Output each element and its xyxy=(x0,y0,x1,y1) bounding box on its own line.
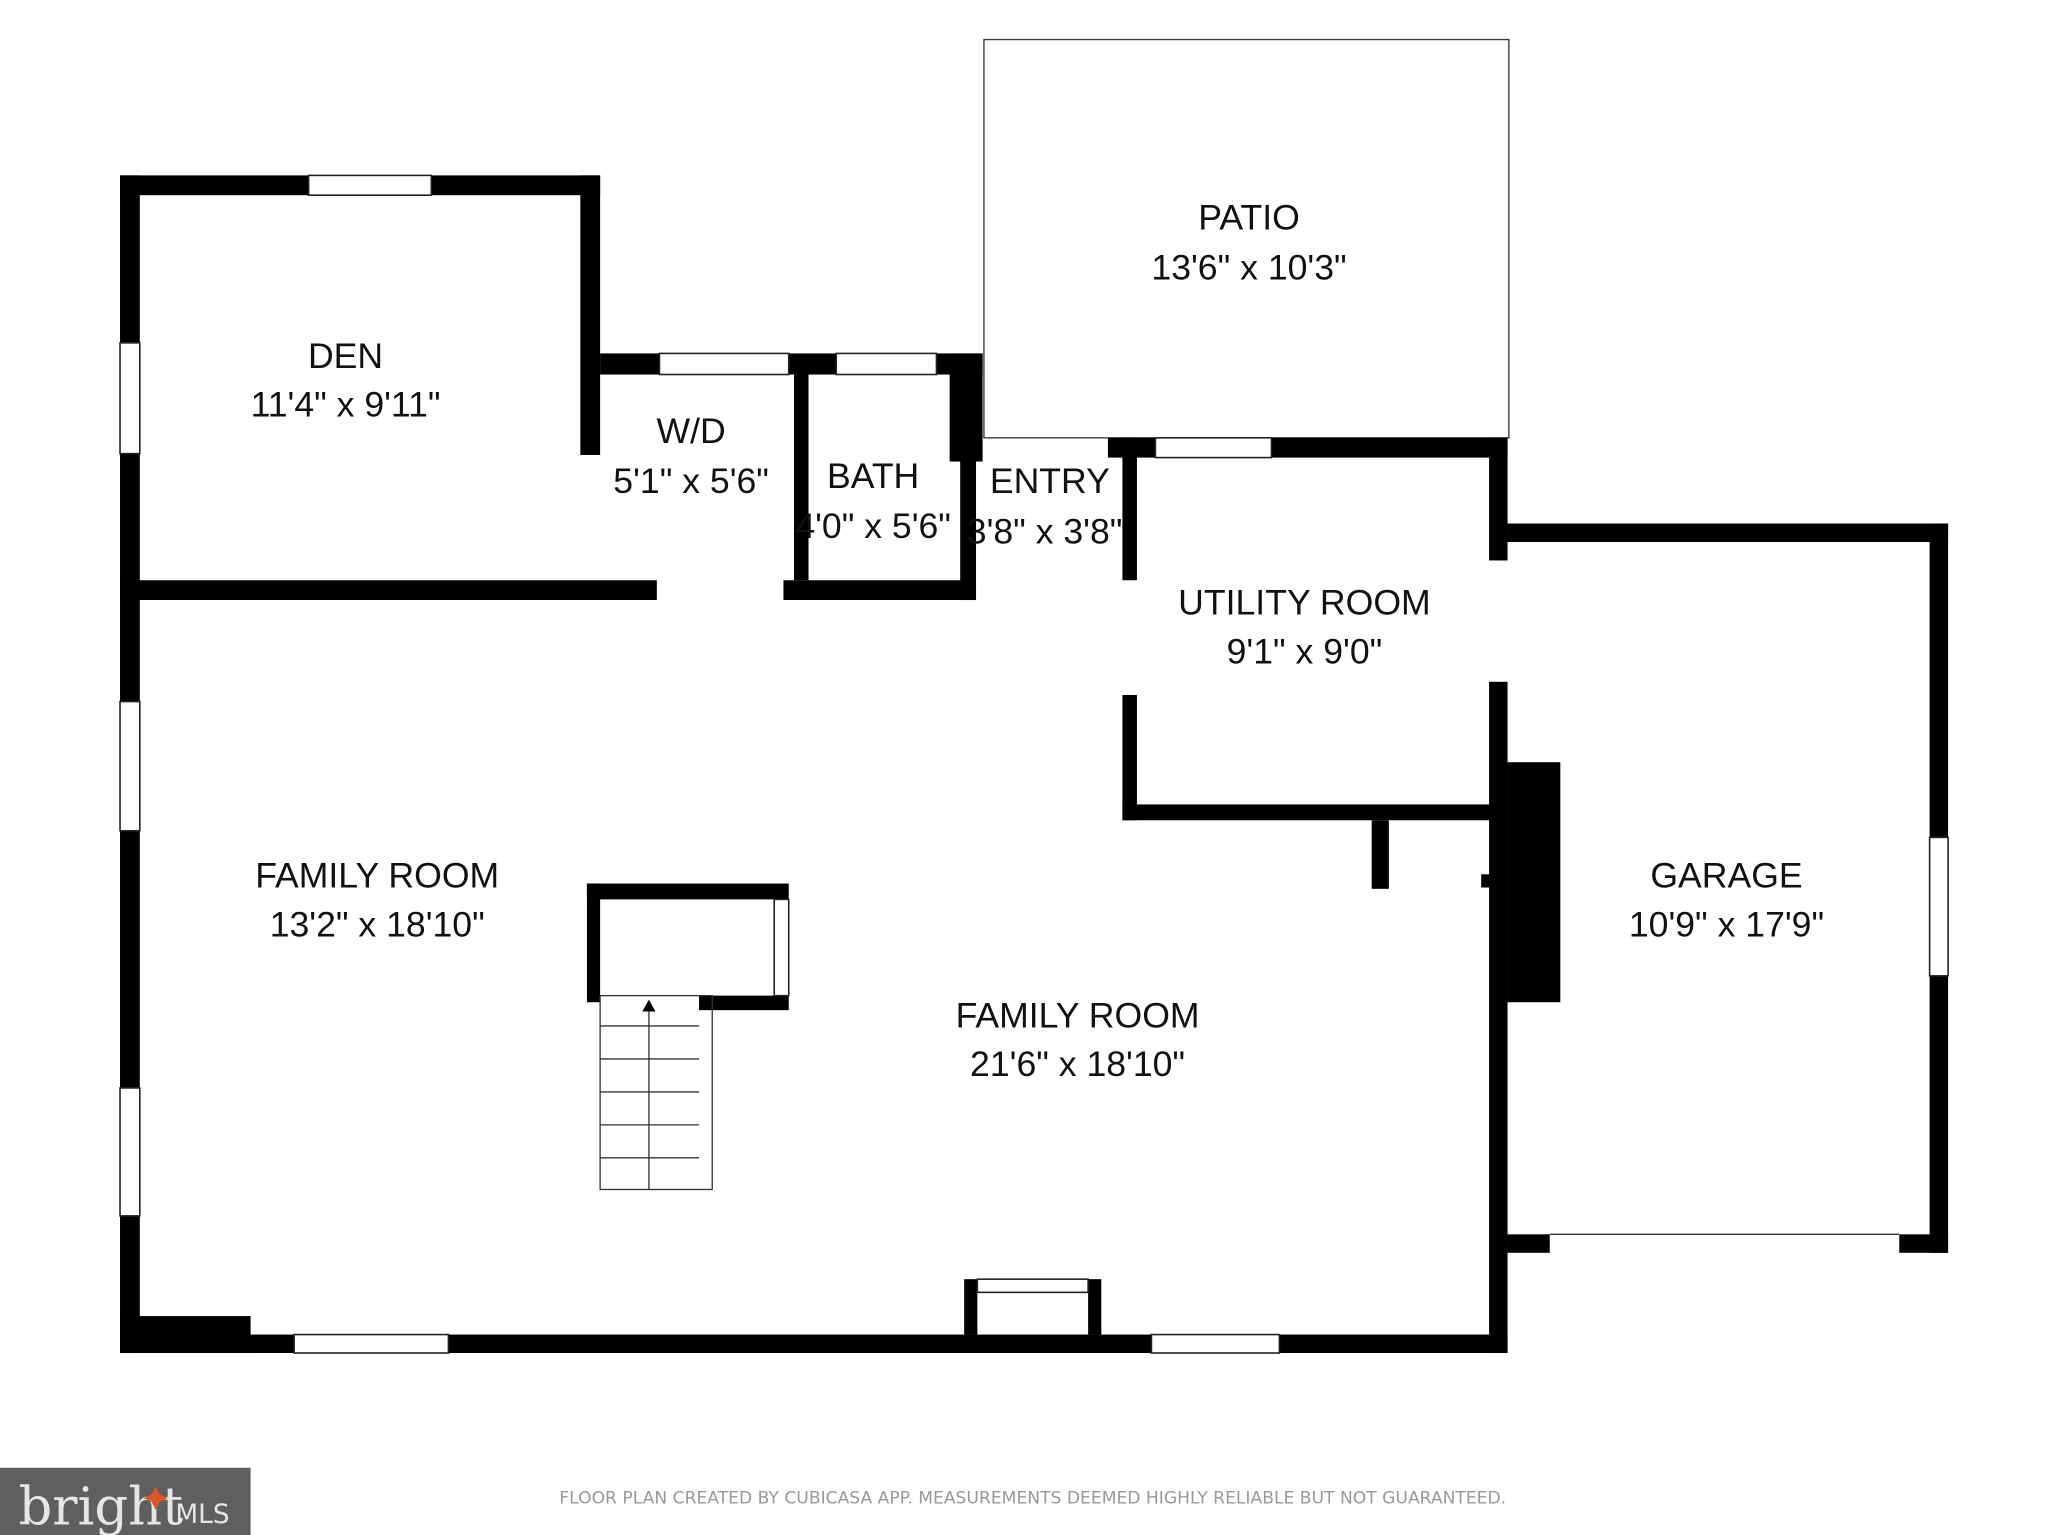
room-family-main: FAMILY ROOM 21'6" x 18'10" xyxy=(956,995,1200,1084)
room-garage: GARAGE 10'9" x 17'9" xyxy=(1629,856,1824,945)
room-family-left: FAMILY ROOM 13'2" x 18'10" xyxy=(255,856,499,945)
room-entry: ENTRY 3'8" x 3'8" xyxy=(967,461,1123,551)
room-size: 4'0" x 5'6" xyxy=(795,506,951,546)
room-size: 9'1" x 9'0" xyxy=(1227,631,1383,671)
room-name: UTILITY ROOM xyxy=(1178,583,1431,623)
room-patio: PATIO 13'6" x 10'3" xyxy=(1151,197,1346,287)
room-den: DEN 11'4" x 9'11" xyxy=(251,336,441,425)
room-size: 5'1" x 5'6" xyxy=(613,461,769,501)
room-wd: W/D 5'1" x 5'6" xyxy=(613,411,769,501)
room-size: 13'2" x 18'10" xyxy=(270,904,485,944)
room-size: 3'8" x 3'8" xyxy=(967,511,1123,551)
room-name: W/D xyxy=(657,411,726,451)
svg-text:MLS: MLS xyxy=(175,1500,229,1530)
svg-text:bright: bright xyxy=(18,1476,183,1535)
stairs xyxy=(599,994,713,1191)
patio-outline xyxy=(983,38,1510,439)
bright-mls-logo: bright MLS xyxy=(0,1467,251,1535)
room-size: 21'6" x 18'10" xyxy=(970,1044,1185,1084)
room-utility: UTILITY ROOM 9'1" x 9'0" xyxy=(1178,583,1431,672)
room-name: ENTRY xyxy=(990,461,1110,501)
windows xyxy=(119,174,1949,1354)
room-name: FAMILY ROOM xyxy=(956,995,1200,1035)
room-name: GARAGE xyxy=(1650,856,1802,896)
room-size: 10'9" x 17'9" xyxy=(1629,904,1824,944)
room-name: BATH xyxy=(827,456,919,496)
room-size: 11'4" x 9'11" xyxy=(251,385,441,425)
room-name: PATIO xyxy=(1198,197,1300,237)
room-size: 13'6" x 10'3" xyxy=(1151,248,1346,288)
walls xyxy=(120,175,1949,1354)
room-name: FAMILY ROOM xyxy=(255,856,499,896)
room-name: DEN xyxy=(308,336,383,376)
disclaimer: FLOOR PLAN CREATED BY CUBICASA APP. MEAS… xyxy=(559,1488,1506,1508)
stair-arrow-icon xyxy=(642,999,656,1012)
room-bath: BATH 4'0" x 5'6" xyxy=(795,456,951,546)
